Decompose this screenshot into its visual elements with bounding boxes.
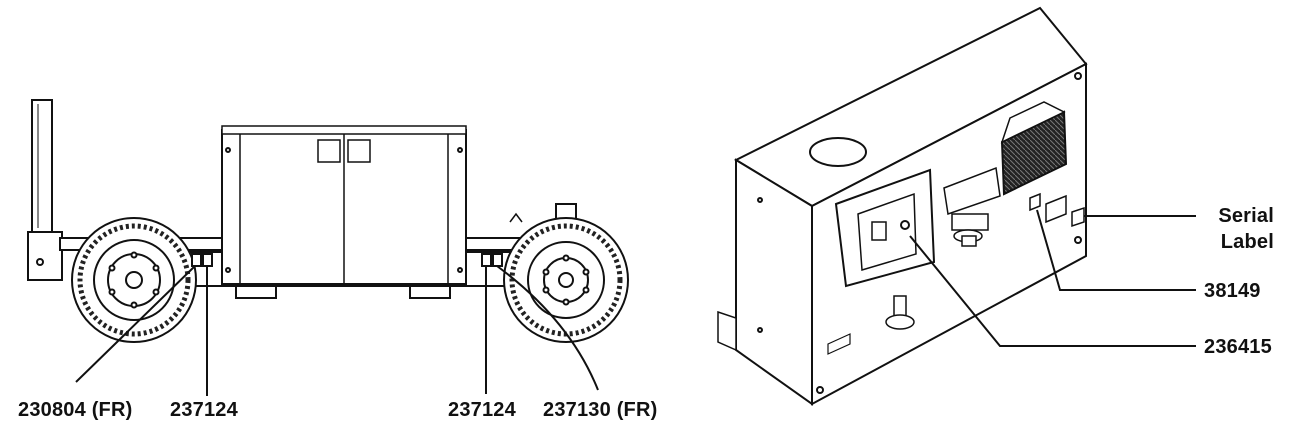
top-opening [809, 137, 867, 167]
skid-left [235, 285, 277, 299]
leader-lines-right [909, 209, 1196, 347]
label-38149-box [1029, 192, 1041, 212]
latch-left [317, 139, 341, 163]
callout-serial-line1: Serial [1218, 205, 1274, 227]
front-wheel [71, 217, 197, 343]
callout-237124-left: 237124 [170, 399, 238, 421]
cabinet-iso-view [717, 6, 1088, 406]
callout-237124-right: 237124 [448, 399, 516, 421]
callout-230804: 230804 (FR) [18, 399, 133, 421]
callout-236415: 236415 [1204, 336, 1272, 358]
front-bracket [27, 231, 63, 281]
callout-237130: 237130 (FR) [543, 399, 658, 421]
serial-label-box [1071, 206, 1085, 228]
machine-side-view [27, 99, 577, 299]
skid-right [409, 285, 451, 299]
callout-serial-line2: Label [1220, 231, 1274, 253]
rear-wheel [503, 217, 629, 343]
latch-right [347, 139, 371, 163]
leader-lines-left [75, 265, 599, 396]
mast [31, 99, 53, 233]
callout-38149: 38149 [1204, 280, 1261, 302]
